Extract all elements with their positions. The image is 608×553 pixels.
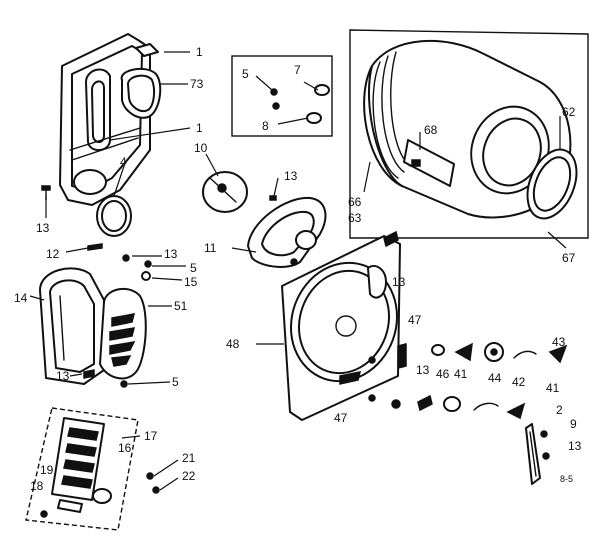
label-13-f: 13 <box>416 363 430 377</box>
label-68: 68 <box>424 123 438 137</box>
blower-housing-11 <box>247 196 327 268</box>
label-16: 16 <box>118 441 132 455</box>
heater-assembly-box <box>25 407 139 531</box>
front-bulkhead-panel <box>59 33 151 206</box>
label-44: 44 <box>488 371 502 385</box>
drum-box <box>349 29 589 239</box>
screw-13-mid <box>269 195 277 201</box>
label-62: 62 <box>562 105 576 119</box>
label-66: 66 <box>348 195 362 209</box>
label-15: 15 <box>184 275 198 289</box>
label-63: 63 <box>348 211 362 225</box>
roller-kit-box <box>231 55 333 137</box>
label-3: 1 <box>196 45 203 59</box>
roller-kit-parts <box>270 84 330 124</box>
label-13-c: 13 <box>164 247 178 261</box>
label-4: 4 <box>120 155 127 169</box>
label-48: 48 <box>226 337 240 351</box>
label-47-a: 47 <box>408 313 422 327</box>
label-43: 43 <box>552 335 566 349</box>
lint-screen-51 <box>99 287 147 380</box>
label-13-d: 13 <box>56 369 70 383</box>
screws-21-22 <box>146 472 160 494</box>
label-10: 10 <box>194 141 208 155</box>
label-46: 46 <box>436 367 450 381</box>
leader-lines <box>29 51 567 491</box>
label-2: 2 <box>556 403 563 417</box>
label-13-b: 13 <box>284 169 298 183</box>
label-21: 21 <box>182 451 196 465</box>
small-parts-12-15 <box>83 243 152 388</box>
label-41-a: 41 <box>454 367 468 381</box>
clip-3 <box>135 43 159 57</box>
seal-ring-73 <box>120 67 162 119</box>
label-13-a: 13 <box>36 221 50 235</box>
label-12: 12 <box>46 247 60 261</box>
blower-wheel-10 <box>202 171 248 213</box>
rollers-and-bearings <box>368 342 568 420</box>
label-13-e: 13 <box>392 275 406 289</box>
label-51: 51 <box>174 299 188 313</box>
figure-note: 8-5 <box>560 474 573 484</box>
label-47-b: 47 <box>334 411 348 425</box>
label-19: 19 <box>40 463 54 477</box>
label-9: 9 <box>570 417 577 431</box>
label-5-a: 5 <box>242 67 249 81</box>
label-1: 1 <box>196 121 203 135</box>
drum-seal-62 <box>526 148 578 220</box>
label-22: 22 <box>182 469 196 483</box>
lint-duct-14 <box>39 267 105 385</box>
heater-element-16 <box>40 417 112 518</box>
label-41-b: 41 <box>546 381 560 395</box>
label-13-g: 13 <box>568 439 582 453</box>
label-8: 8 <box>262 119 269 133</box>
drum-66 <box>363 39 572 219</box>
label-5-b: 5 <box>190 261 197 275</box>
label-11: 11 <box>204 241 217 255</box>
label-67: 67 <box>562 251 576 265</box>
label-14: 14 <box>14 291 28 305</box>
label-42: 42 <box>512 375 526 389</box>
part-labels: 1 73 1 4 13 5 7 8 10 13 11 12 13 5 15 14… <box>14 45 582 493</box>
label-73: 73 <box>190 77 204 91</box>
rear-bulkhead-48 <box>281 230 401 421</box>
label-17: 17 <box>144 429 158 443</box>
lens-4 <box>96 195 132 237</box>
door-hinge-2 <box>525 423 550 485</box>
label-5-c: 5 <box>172 375 179 389</box>
label-7: 7 <box>294 63 301 77</box>
label-18: 18 <box>30 479 44 493</box>
